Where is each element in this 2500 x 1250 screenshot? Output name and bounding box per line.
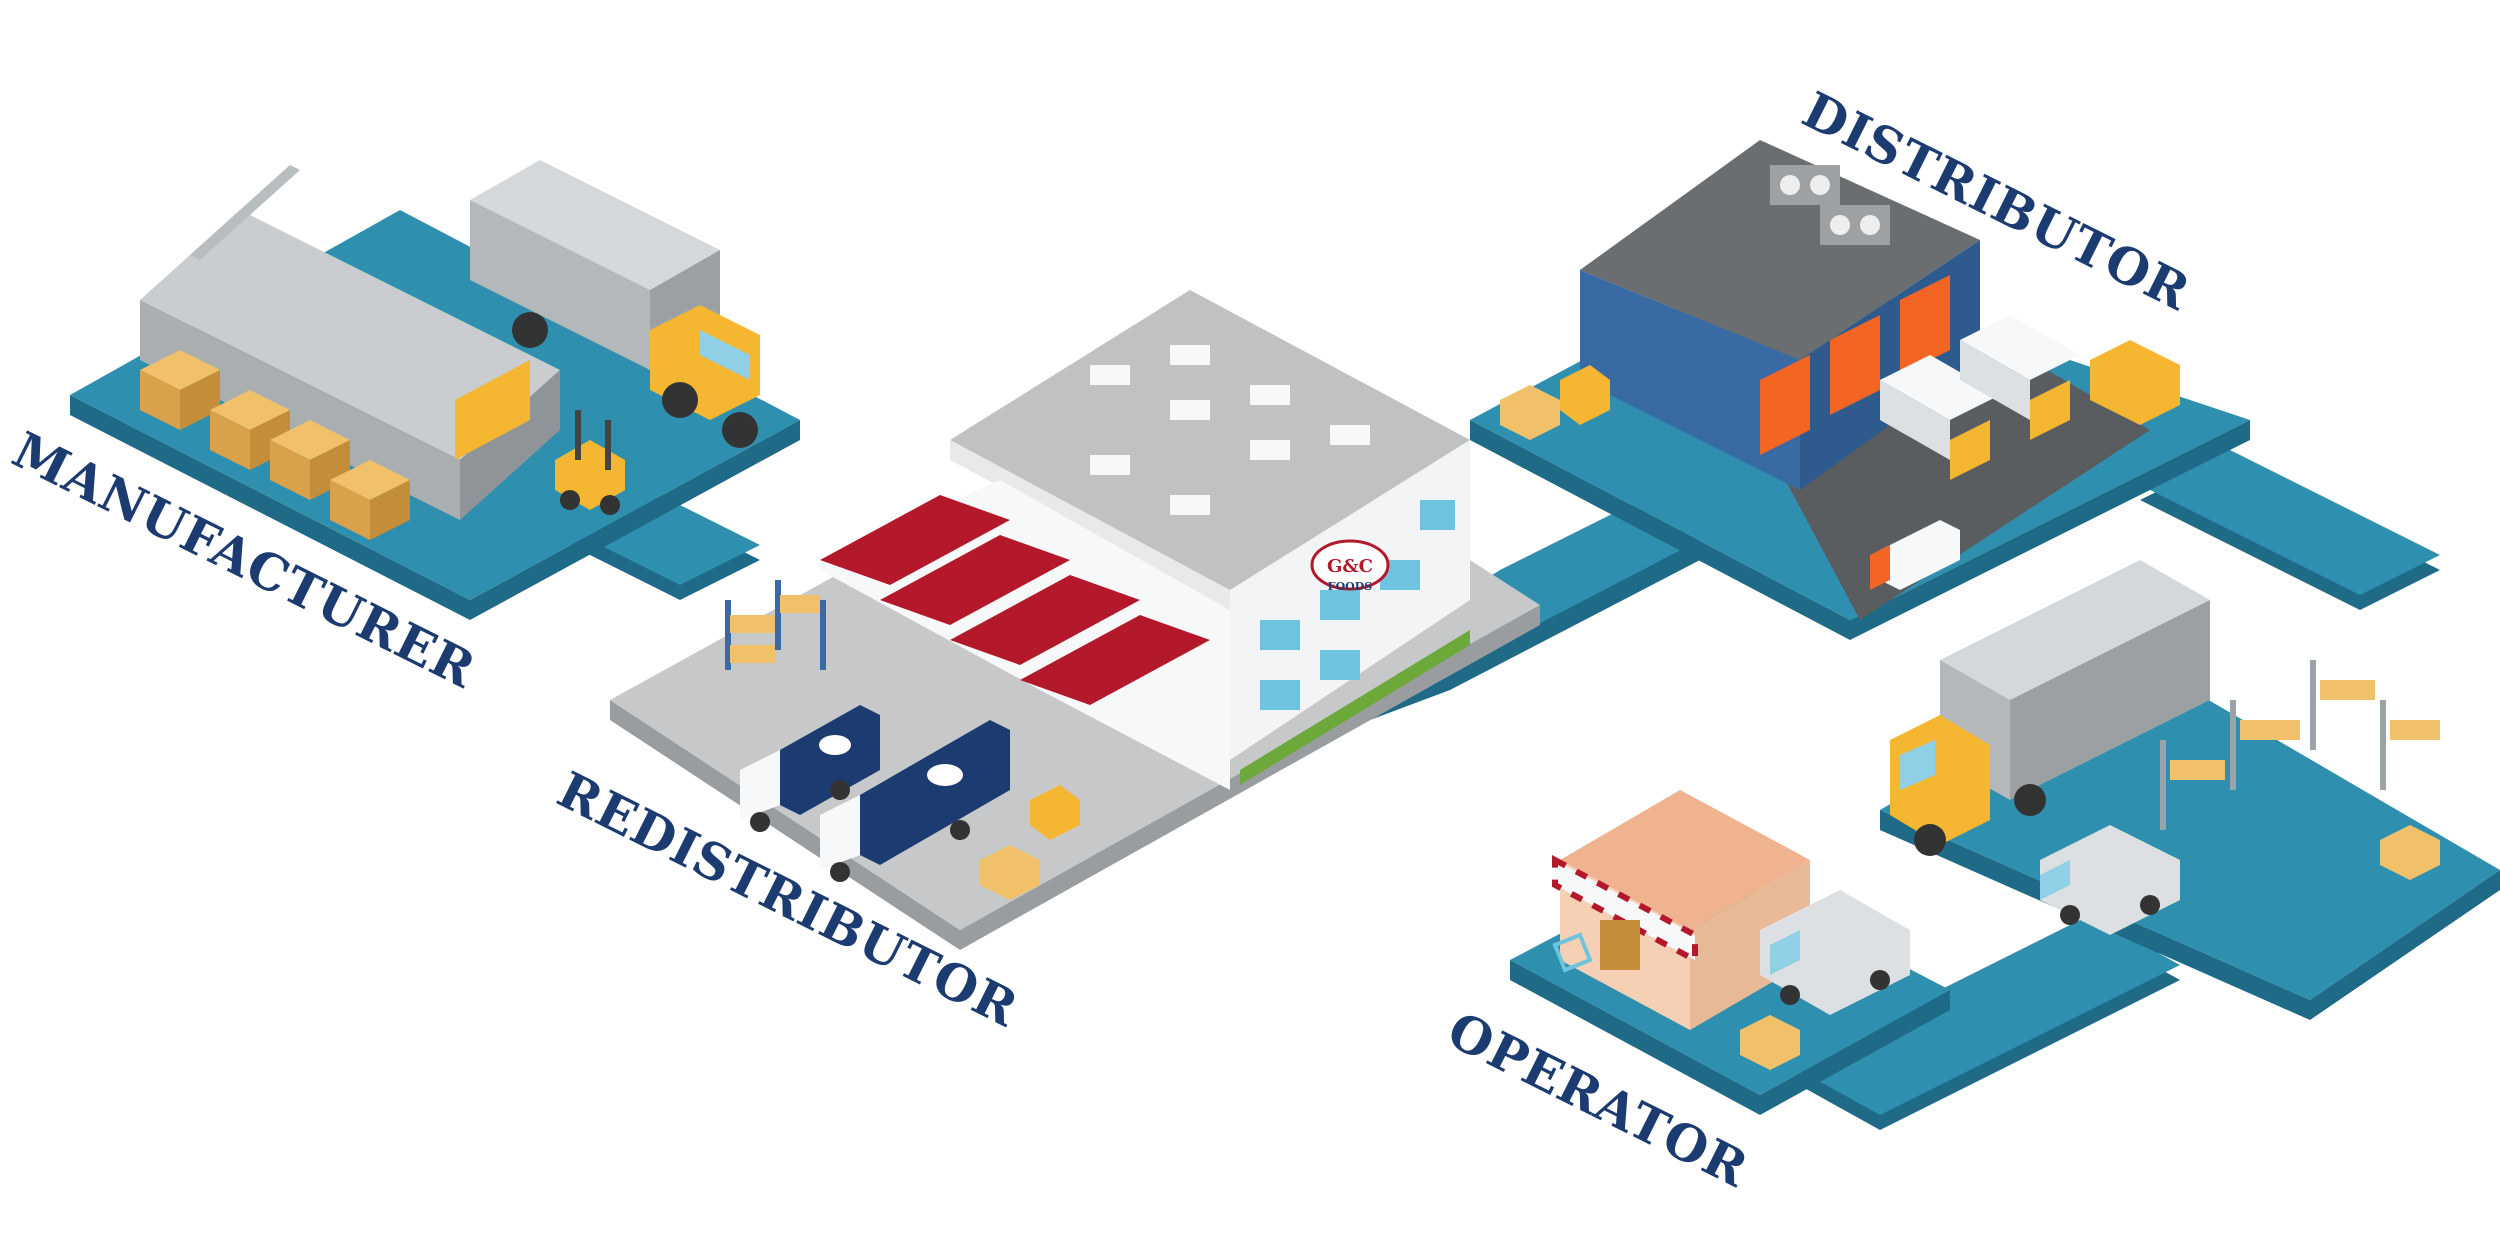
- pallet-icon: [140, 350, 410, 540]
- loading-dock: [1900, 275, 1950, 375]
- shelf-icon: [725, 580, 826, 670]
- box-stack: [980, 845, 1040, 900]
- warehouse-icon: [1580, 140, 1980, 490]
- cart-icon: [1552, 932, 1593, 973]
- van-icon: [2040, 825, 2180, 935]
- distributor-area: [1470, 140, 2250, 640]
- loading-dock: [1760, 355, 1810, 455]
- brand-logo: [1310, 539, 1390, 591]
- shop-icon: [1552, 790, 1810, 1030]
- forklift-icon: [1030, 785, 1080, 840]
- operator-platform-side: [1510, 960, 1950, 1115]
- operator-area: [1510, 790, 1950, 1115]
- redistributor-area: G&C FOODS: [610, 290, 1540, 950]
- roof-red: [880, 535, 1070, 625]
- brand-logo-text: G&C: [1327, 556, 1373, 577]
- truck-icon: [1890, 560, 2210, 856]
- roof-red: [1020, 615, 1210, 705]
- forklift-icon: [555, 410, 625, 515]
- roof-red: [950, 575, 1140, 665]
- manufacturer-platform-side: [70, 395, 800, 620]
- truck-icon: [1880, 355, 2000, 480]
- van-icon: [1760, 890, 1910, 1015]
- road-segment: [2140, 445, 2440, 595]
- road-segment: [1790, 915, 2180, 1115]
- container-stack: [2090, 340, 2180, 425]
- loading-dock: [1830, 315, 1880, 415]
- box-stack: [1740, 1015, 1800, 1070]
- van-icon: [1870, 520, 1960, 590]
- truck-icon: [470, 160, 760, 448]
- redistribution-center-building: G&C FOODS: [820, 290, 1470, 790]
- pallet-icon: [1500, 385, 1560, 440]
- forklift-icon: [1560, 365, 1610, 425]
- truck-icon: [740, 705, 880, 832]
- awning: [1552, 854, 1698, 966]
- truck-icon: [1960, 315, 2080, 440]
- truck-icon: [820, 720, 1010, 882]
- shelf-icon: [2160, 660, 2440, 830]
- roof-red: [820, 495, 1010, 585]
- manufacturer-area: [70, 160, 800, 620]
- box-stack: [2380, 825, 2440, 880]
- warehouse-hub-area: [1880, 560, 2500, 1020]
- brand-logo-subtext: FOODS: [1328, 580, 1373, 593]
